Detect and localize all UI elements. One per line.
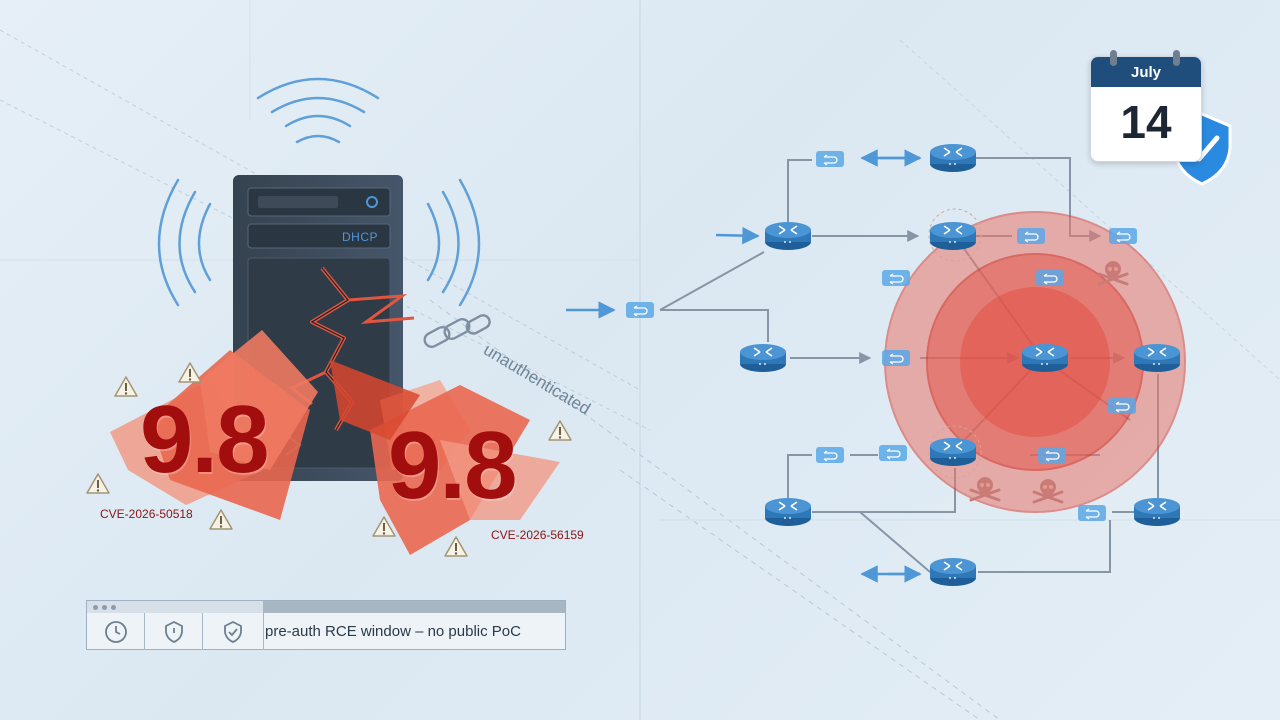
switch-icon: [1077, 504, 1107, 522]
router-icon: [739, 343, 787, 373]
router-icon: [1133, 497, 1181, 527]
traffic-arrows: [566, 149, 922, 583]
status-bar-titlebar: [87, 601, 565, 613]
cvss-score: 9.8: [140, 386, 269, 493]
router-icon: [764, 497, 812, 527]
calendar-day: 14: [1120, 96, 1172, 148]
router-icon: [929, 221, 977, 251]
server-label: DHCP: [342, 230, 379, 244]
cvss-score: 9.8: [388, 412, 517, 519]
router-icon: [764, 221, 812, 251]
status-bar: pre-auth RCE window – no public PoC: [86, 600, 566, 650]
shield-check-icon: [203, 613, 264, 650]
router-icon: [929, 143, 977, 173]
switch-icon: [881, 349, 911, 367]
window-dot: [102, 605, 107, 610]
cve-id: CVE-2026-56159: [491, 528, 584, 542]
calendar-ring: [1110, 50, 1117, 66]
router-icon: [1133, 343, 1181, 373]
switch-icon: [1035, 269, 1065, 287]
window-dot: [93, 605, 98, 610]
shield-icon: [145, 613, 203, 650]
switch-icon: [881, 269, 911, 287]
switch-icon: [1107, 397, 1137, 415]
warning-icon: [444, 536, 468, 557]
warning-icon: [114, 376, 138, 397]
calendar-icon: July 14: [1090, 56, 1202, 162]
switch-icon: [1037, 446, 1067, 464]
switch-icon: [1108, 227, 1138, 245]
router-icon: [929, 557, 977, 587]
switch-icon: [815, 150, 845, 168]
warning-icon: [178, 362, 202, 383]
warning-icon: [209, 509, 233, 530]
switch-icon: [815, 446, 845, 464]
calendar-month: July: [1091, 57, 1201, 87]
switch-icon: [625, 301, 655, 319]
switch-icon: [878, 444, 908, 462]
router-icon: [929, 437, 977, 467]
calendar-ring: [1173, 50, 1180, 66]
clock-icon: [87, 613, 145, 650]
broken-link-icon: [423, 314, 491, 349]
router-icon: [1021, 343, 1069, 373]
warning-icon: [548, 420, 572, 441]
status-bar-title-fill: [263, 601, 565, 613]
warning-icon: [86, 473, 110, 494]
status-text: pre-auth RCE window – no public PoC: [265, 623, 521, 640]
impact-shards: [110, 330, 560, 555]
window-dot: [111, 605, 116, 610]
switch-icon: [1016, 227, 1046, 245]
cve-id: CVE-2026-50518: [100, 507, 193, 521]
wireless-signal-icon: [157, 77, 481, 307]
